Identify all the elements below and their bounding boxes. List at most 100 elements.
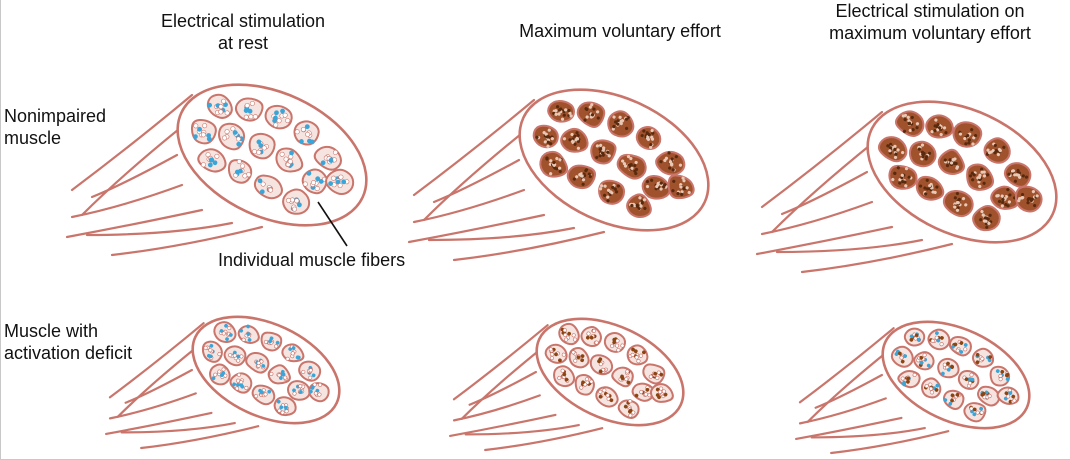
fiber-dot <box>308 368 313 373</box>
fiber-dot <box>236 159 242 165</box>
callout-individual-fibers: Individual muscle fibers <box>218 250 406 270</box>
tendon-strand <box>795 416 903 441</box>
column-heading-combined-line2: maximum voluntary effort <box>829 23 1031 43</box>
fiber-dot <box>598 394 603 399</box>
fiber-dot <box>650 178 654 182</box>
fiber-dot <box>583 118 587 122</box>
muscle-fiber <box>607 110 635 138</box>
muscle-fiber <box>952 121 983 148</box>
fiber-dot <box>1004 202 1008 207</box>
muscle-fiber <box>313 145 343 171</box>
fiber-dot <box>252 114 258 120</box>
muscle-fiber <box>209 363 231 386</box>
fiber-dot <box>643 206 647 211</box>
fiber-dot <box>584 107 588 111</box>
fiber-dot <box>606 199 610 203</box>
fiber-dot <box>232 350 237 355</box>
fiber-dot <box>586 331 591 336</box>
fiber-dot <box>945 163 950 168</box>
fiber-dot <box>616 348 621 353</box>
fiber-dot <box>633 349 638 354</box>
muscle-fiber <box>927 328 951 351</box>
fiber-dot <box>934 118 938 122</box>
fiber-dot <box>595 144 600 148</box>
fiber-dot <box>595 155 599 159</box>
fiber-dot <box>549 159 553 163</box>
fiber-dot <box>636 205 641 209</box>
fiber-dot <box>928 382 933 387</box>
fiber-dot <box>626 380 631 385</box>
fiber-dot <box>267 389 272 394</box>
fiber-dot <box>552 163 556 167</box>
muscle-fiber <box>275 147 304 173</box>
tendon-strand <box>460 347 543 420</box>
fiber-dot <box>636 359 641 364</box>
fiber-dot <box>292 391 297 396</box>
fiber-dot <box>985 225 989 229</box>
fiber-dot <box>567 331 572 336</box>
fiber-dot <box>337 183 343 189</box>
fiber-dot <box>583 174 587 178</box>
tendon-strand <box>810 426 926 439</box>
fiber-dot <box>261 145 267 151</box>
tendon-strand <box>140 425 260 450</box>
fiber-dot <box>596 110 600 114</box>
muscle-fiber <box>655 150 686 176</box>
fiber-dot <box>246 324 250 329</box>
tendon-strand <box>814 373 883 409</box>
fiber-dot <box>614 343 620 348</box>
fiber-dot <box>211 376 216 381</box>
fiber-dot <box>235 136 241 142</box>
column-heading-rest-line1: Electrical stimulation <box>160 11 326 31</box>
fiber-dot <box>237 372 242 377</box>
fiber-dot <box>955 392 960 397</box>
tendon-strand <box>412 188 526 224</box>
fiber-dot <box>973 133 978 138</box>
muscle-fiber <box>325 168 355 196</box>
fiber-dot <box>936 338 941 343</box>
fiber-dot <box>555 105 560 109</box>
muscle-fiber <box>603 332 627 353</box>
fiber-dot <box>572 177 576 181</box>
tendon-strand <box>770 140 876 234</box>
fiber-dot <box>259 189 265 195</box>
fiber-dot <box>959 350 964 354</box>
fiber-dot <box>307 138 312 144</box>
tendon-strands <box>795 327 950 455</box>
fiber-dot <box>235 386 240 391</box>
fiber-dot <box>605 393 610 398</box>
tendon-strand <box>452 324 549 401</box>
fiber-dot <box>670 157 674 161</box>
fiber-dot <box>930 338 935 343</box>
fiber-dot <box>967 377 972 382</box>
muscle-fiber <box>282 188 311 215</box>
fiber-dot <box>950 364 954 369</box>
tendon-strand <box>422 128 528 222</box>
muscle-fiber <box>890 345 914 368</box>
fiber-dot <box>558 158 562 162</box>
fiber-dot <box>926 187 930 191</box>
fiber-dot <box>594 340 599 345</box>
tendon-strand <box>452 230 606 262</box>
fiber-dot <box>306 170 312 176</box>
fiber-dot <box>549 356 554 361</box>
fiber-dot <box>634 393 639 398</box>
fiber-dot <box>576 139 581 144</box>
fiber-dot <box>659 187 663 191</box>
fiber-dot <box>963 347 968 352</box>
muscle-fiber <box>908 140 937 168</box>
muscle-bundle <box>866 100 1058 244</box>
fiber-dot <box>332 149 338 155</box>
muscle-fiber <box>576 101 606 128</box>
fiber-dot <box>268 187 274 193</box>
fiber-dot <box>982 174 987 178</box>
muscle-fiber <box>590 139 617 165</box>
fiber-dot <box>630 203 634 208</box>
fiber-dot <box>207 162 213 168</box>
fiber-dot <box>585 335 590 340</box>
column-heading-combined: Electrical stimulation on maximum volunt… <box>790 0 1070 44</box>
muscle-fiber <box>1003 162 1032 188</box>
muscle-fiber <box>218 122 246 151</box>
fiber-dot <box>318 178 324 184</box>
fiber-dot <box>620 376 625 381</box>
